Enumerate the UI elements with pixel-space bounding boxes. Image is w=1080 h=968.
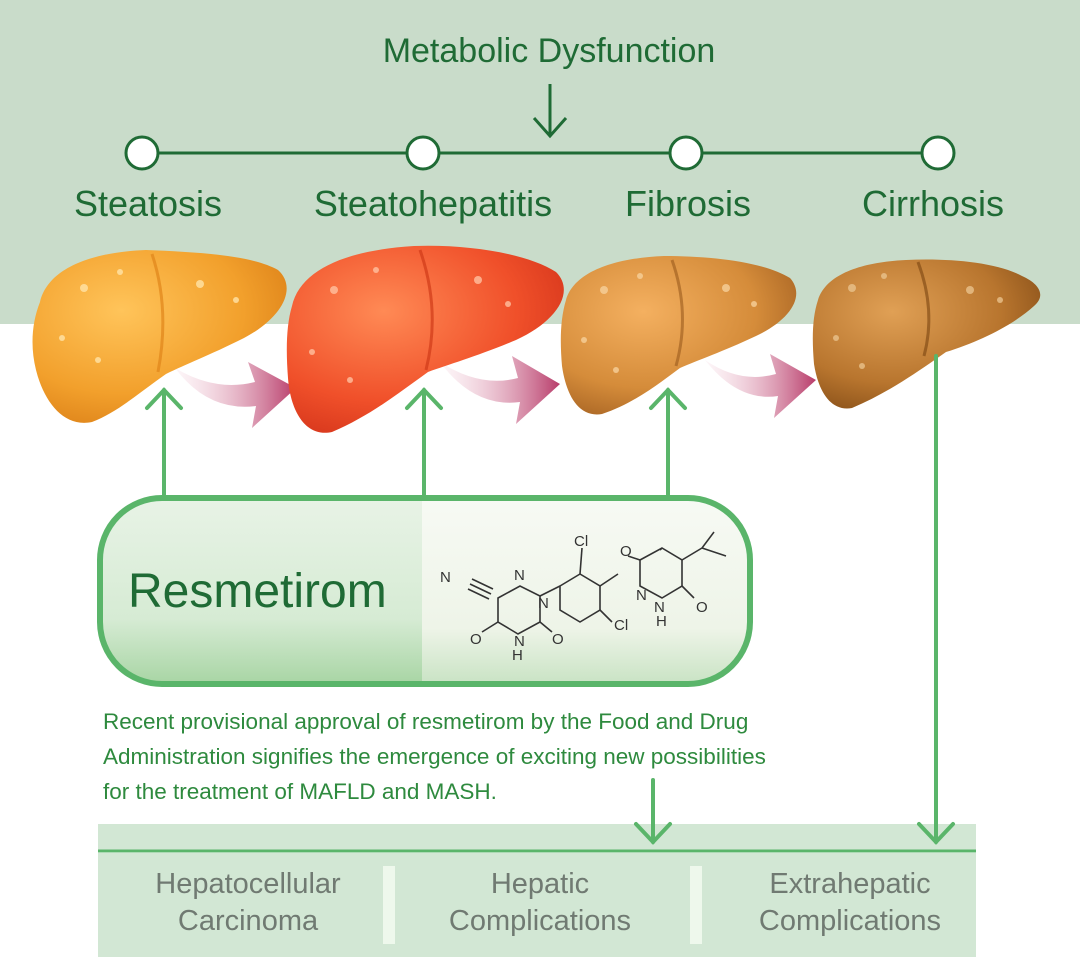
timeline-node-cirrhosis bbox=[920, 135, 956, 171]
svg-text:N: N bbox=[636, 587, 647, 604]
outcome-line: Complications bbox=[758, 905, 942, 937]
svg-text:O: O bbox=[552, 631, 564, 648]
svg-text:O: O bbox=[696, 599, 708, 616]
stage-label-steatohepatitis: Steatohepatitis bbox=[313, 183, 553, 224]
svg-text:Cl: Cl bbox=[614, 617, 628, 634]
outcome-line: Hepatocellular bbox=[155, 868, 341, 900]
drug-name: Resmetirom bbox=[128, 565, 387, 618]
svg-text:N: N bbox=[514, 567, 525, 584]
outcome-hepatic-complications: Hepatic Complications bbox=[410, 866, 670, 940]
svg-text:O: O bbox=[470, 631, 482, 648]
stage-timeline bbox=[124, 135, 956, 171]
approval-note-line: Recent provisional approval of resmetiro… bbox=[103, 709, 749, 734]
svg-text:H: H bbox=[656, 613, 667, 630]
outcome-extrahepatic-complications: Extrahepatic Complications bbox=[720, 866, 980, 940]
timeline-node-fibrosis bbox=[668, 135, 704, 171]
approval-note: Recent provisional approval of resmetiro… bbox=[103, 704, 923, 809]
svg-text:N: N bbox=[538, 595, 549, 612]
diagram-title: Metabolic Dysfunction bbox=[382, 32, 716, 70]
stage-label-fibrosis: Fibrosis bbox=[624, 183, 752, 224]
title-down-arrow bbox=[532, 84, 568, 139]
outcome-panel bbox=[98, 824, 976, 957]
approval-note-line: Administration signifies the emergence o… bbox=[103, 744, 766, 769]
svg-text:O: O bbox=[620, 543, 632, 560]
timeline-node-steatosis bbox=[124, 135, 160, 171]
liver-icon-steatosis bbox=[32, 250, 287, 423]
progression-arrow-icon bbox=[175, 354, 816, 428]
approval-note-line: for the treatment of MAFLD and MASH. bbox=[103, 779, 497, 804]
drug-effect-arrows bbox=[145, 387, 687, 500]
outcome-line: Carcinoma bbox=[177, 905, 319, 937]
outcome-hepatocellular-carcinoma: Hepatocellular Carcinoma bbox=[118, 866, 378, 940]
svg-text:N: N bbox=[440, 569, 451, 586]
stage-label-steatosis: Steatosis bbox=[73, 183, 223, 224]
liver-icon-steatohepatitis bbox=[286, 245, 564, 433]
liver-icon-fibrosis bbox=[560, 256, 797, 415]
outcome-line: Hepatic bbox=[490, 868, 590, 900]
svg-text:N: N bbox=[654, 599, 665, 616]
outcome-line: Complications bbox=[448, 905, 632, 937]
svg-text:Cl: Cl bbox=[574, 533, 588, 550]
svg-text:N: N bbox=[514, 633, 525, 650]
stage-label-cirrhosis: Cirrhosis bbox=[861, 183, 1005, 224]
liver-icon-cirrhosis bbox=[812, 259, 1041, 409]
molecule-atom-labels: N N N N H O O Cl Cl O N N H O bbox=[440, 533, 708, 664]
svg-text:H: H bbox=[512, 647, 523, 664]
drug-capsule bbox=[97, 495, 753, 687]
outcome-arrows bbox=[634, 354, 955, 845]
molecule-structure-icon bbox=[467, 531, 727, 635]
timeline-node-steatohepatitis bbox=[405, 135, 441, 171]
outcome-line: Extrahepatic bbox=[769, 868, 931, 900]
